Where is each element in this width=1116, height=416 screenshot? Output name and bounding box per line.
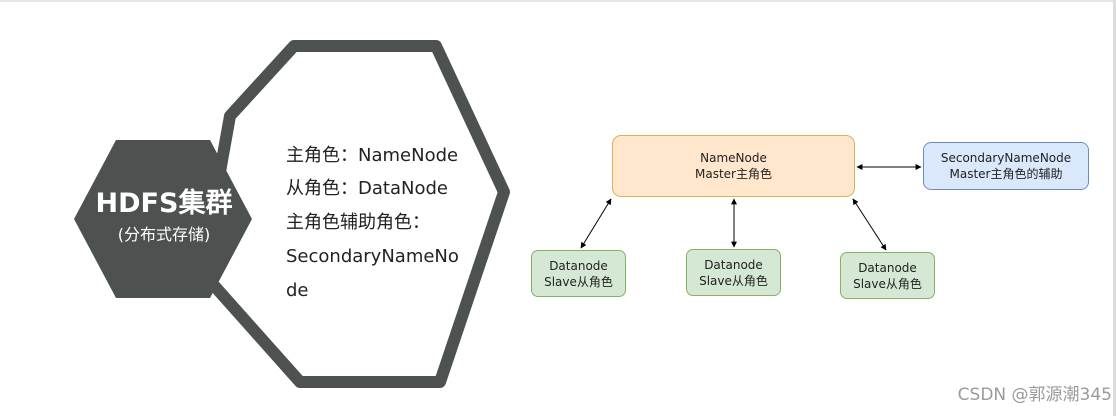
role-line-secondary-part2: de bbox=[286, 280, 309, 301]
top-border bbox=[0, 0, 1116, 2]
secondary-namenode-label: SecondaryNameNode bbox=[940, 151, 1072, 165]
datanode-role: Slave从角色 bbox=[853, 276, 922, 291]
datanode-label: Datanode bbox=[704, 257, 763, 272]
datanode-label: Datanode bbox=[549, 258, 608, 273]
role-line-slave: 从角色：DataNode bbox=[286, 178, 448, 199]
hdfs-hexagon bbox=[74, 140, 252, 298]
datanode-box-1: Datanode Slave从角色 bbox=[531, 250, 626, 297]
secondary-namenode-role: Master主角色的辅助 bbox=[949, 167, 1063, 181]
namenode-box: NameNode Master主角色 bbox=[612, 135, 855, 197]
scrollbar-edge bbox=[1113, 0, 1116, 416]
watermark: CSDN @郭源潮345 bbox=[957, 385, 1112, 405]
secondary-namenode-box: SecondaryNameNode Master主角色的辅助 bbox=[923, 142, 1089, 190]
namenode-label: NameNode bbox=[700, 151, 767, 165]
datanode-role: Slave从角色 bbox=[699, 273, 768, 288]
datanode-box-2: Datanode Slave从角色 bbox=[686, 249, 781, 296]
hdfs-cluster-subtitle: (分布式存储) bbox=[117, 225, 211, 244]
outline-hexagon bbox=[196, 40, 510, 388]
arrow-namenode-datanode-1 bbox=[580, 198, 612, 249]
datanode-label: Datanode bbox=[858, 260, 917, 275]
datanode-role: Slave从角色 bbox=[544, 274, 613, 289]
namenode-role: Master主角色 bbox=[695, 167, 772, 181]
datanode-box-3: Datanode Slave从角色 bbox=[840, 252, 935, 299]
arrow-namenode-datanode-3 bbox=[852, 198, 887, 251]
role-line-secondary-part1: SecondaryNameNo bbox=[286, 246, 459, 267]
role-line-auxiliary: 主角色辅助角色： bbox=[286, 212, 430, 233]
hdfs-cluster-title: HDFS集群 bbox=[95, 188, 233, 219]
role-line-master: 主角色：NameNode bbox=[286, 145, 459, 166]
